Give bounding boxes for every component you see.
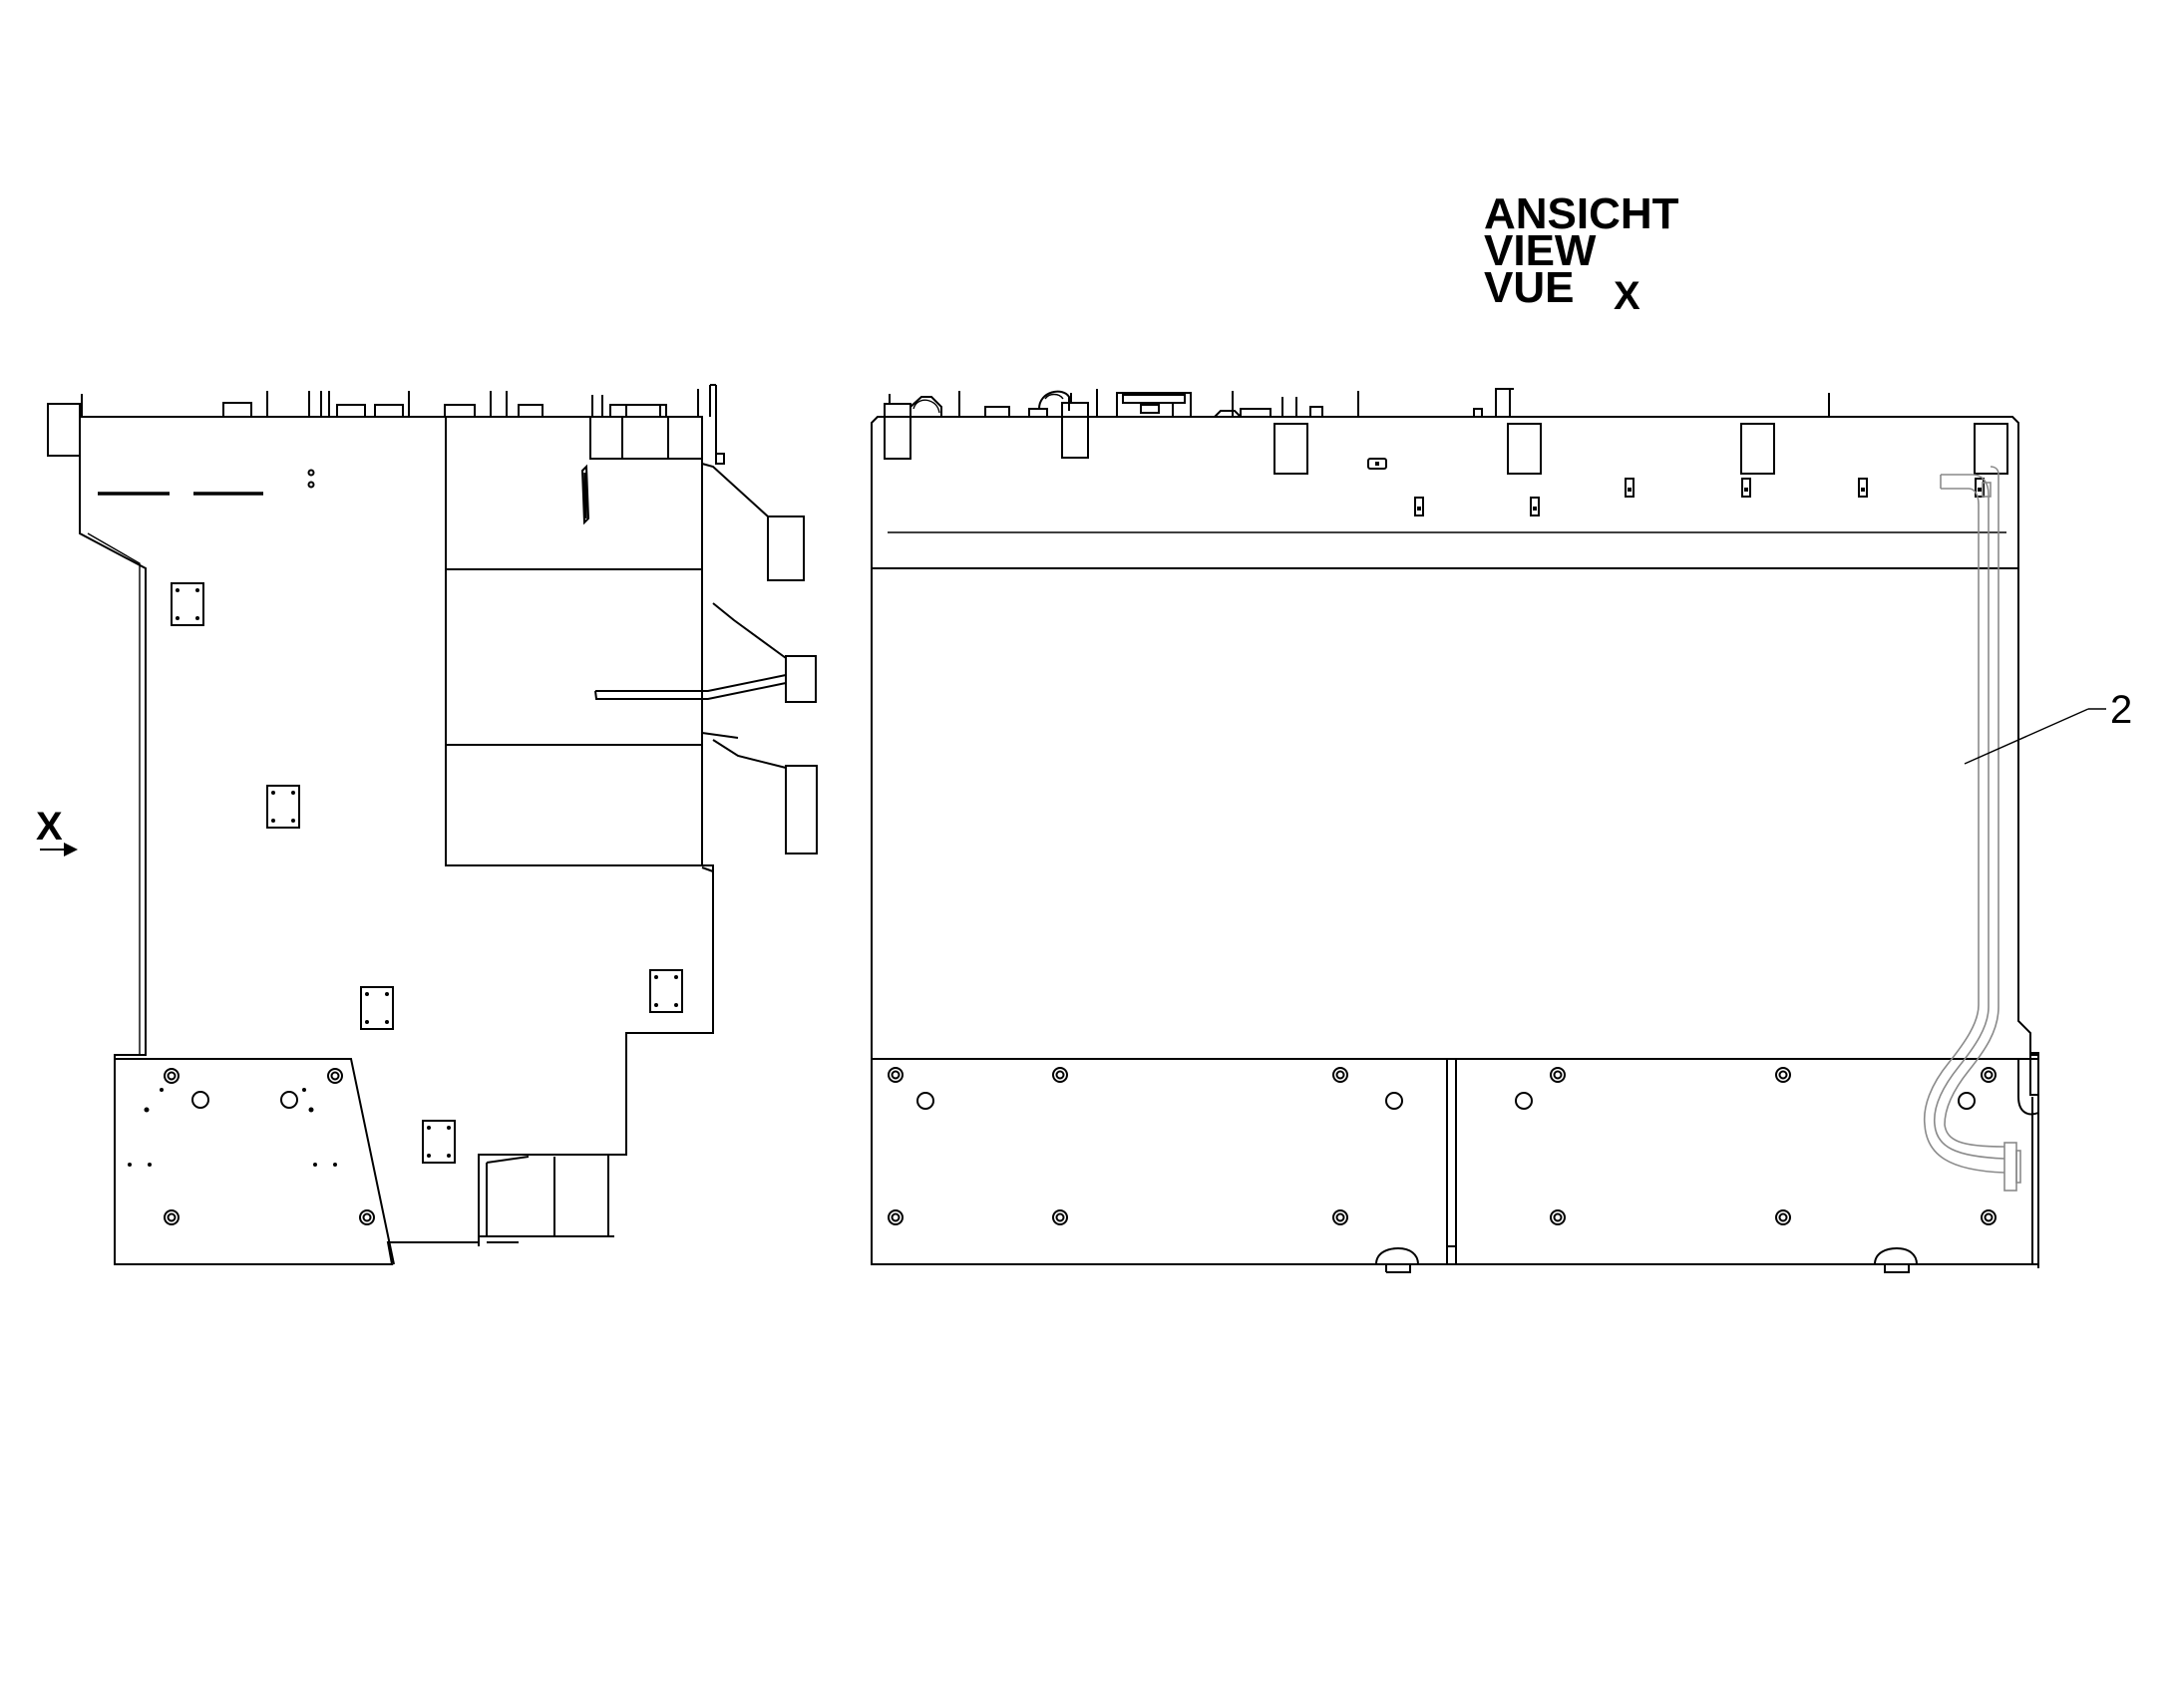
lower-cover-left (871, 1058, 1448, 1265)
callout-item-2: 2 (1964, 688, 2132, 765)
plate-bolts (128, 1068, 375, 1225)
slots (1414, 478, 1985, 516)
front-view-outline (871, 416, 2039, 1265)
side-view (47, 384, 818, 1265)
base-plate (115, 1058, 395, 1265)
view-marker-letter: X (36, 805, 63, 849)
mounting-plate (360, 986, 394, 1030)
callout-label: 2 (2110, 688, 2132, 732)
lower-cover-right (1455, 1058, 2039, 1265)
mounting-plate (422, 1120, 456, 1164)
mounting-plate (266, 785, 300, 829)
view-marker: X (36, 805, 78, 856)
cover-handle (1874, 1246, 1918, 1265)
view-title-line-2: VIEW (1484, 226, 1597, 275)
connector-upper (767, 515, 805, 581)
mounting-plate (171, 582, 204, 626)
view-title-line-3: VUE (1484, 263, 1574, 312)
view-marker-arrow-head (64, 843, 78, 856)
side-view-housing (445, 416, 703, 866)
view-title-line-1: ANSICHT (1484, 189, 1679, 238)
view-title: ANSICHT VIEW VUE X (1484, 189, 1679, 318)
connector-middle (785, 655, 817, 703)
front-view: 2 (871, 388, 2132, 1273)
connector-lower (785, 765, 818, 854)
callout-leader (1964, 708, 2089, 765)
cover-bolts (888, 1067, 1997, 1225)
mounting-plate (649, 969, 683, 1013)
view-title-letter: X (1614, 274, 1640, 318)
hose (1923, 466, 2021, 1192)
cover-handle (1375, 1246, 1419, 1265)
side-view-outline (79, 416, 714, 1265)
